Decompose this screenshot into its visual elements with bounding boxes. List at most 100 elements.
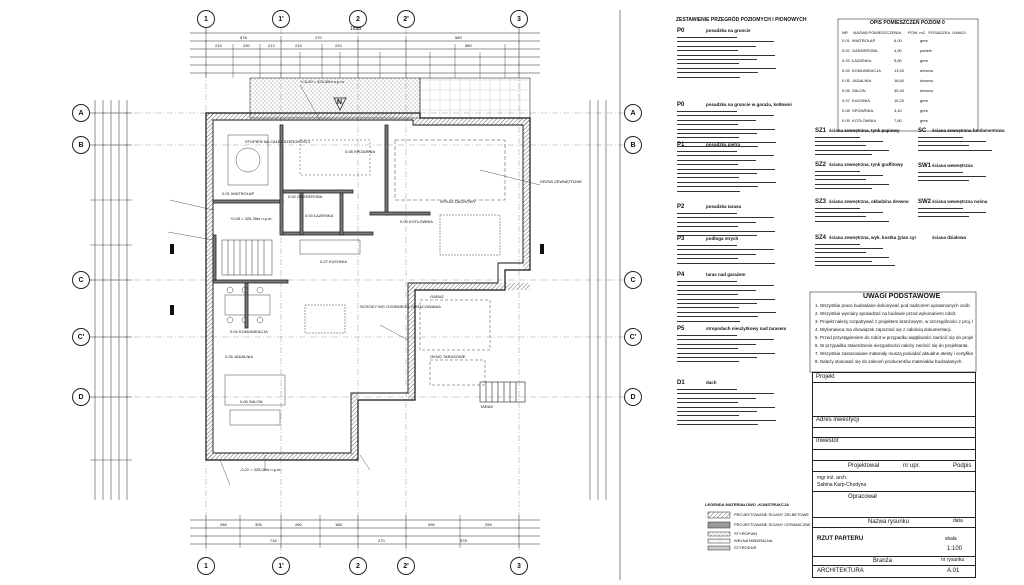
room-table-cell: 5,80	[894, 58, 902, 63]
drawing-number-label: nr rysunku	[941, 557, 965, 563]
layer-spec-line	[677, 335, 737, 336]
dim-bottom-e: 390	[428, 522, 435, 527]
wall-spec-line	[815, 244, 860, 245]
room-table-cell: GARDEROBA	[852, 48, 878, 53]
layer-title: posadzka na gruncie w garażu, kotłowni	[706, 102, 792, 107]
room-table-cell: 6,00	[894, 38, 902, 43]
wall-spec-line	[815, 248, 883, 250]
annotation-step: STOPIEŃ NA CAŁEJ SZEROKOŚCI	[245, 139, 310, 144]
room-table-cell: 0.04	[842, 68, 850, 73]
left-dimension-lines	[90, 100, 132, 500]
axis-marker-bottom-1: 1	[197, 557, 215, 575]
layer-spec-line	[677, 54, 775, 56]
layer-spec-line	[677, 164, 738, 166]
level-mark-3: -0,22 = 325,08m n.p.m.	[240, 467, 282, 472]
room-table-cell: gres	[920, 108, 928, 113]
layer-spec-line	[677, 221, 756, 223]
layer-spec-line	[677, 67, 776, 69]
layer-spec-line	[677, 168, 775, 170]
wall-spec-line	[918, 149, 992, 151]
layer-spec-line	[677, 141, 776, 143]
legend-item-4: WEŁNA MINERALNA	[734, 538, 773, 543]
layer-title: posadzka piętra	[706, 142, 741, 147]
layer-spec-line	[677, 303, 757, 304]
annotation-stairs: SCHODY WG OSOBNEGO OPRACOWANIA	[360, 304, 441, 309]
axis-marker-top-2prime: 2'	[397, 10, 415, 28]
wall-spec-line	[815, 153, 872, 155]
room-table-cell: 16,20	[894, 98, 905, 103]
wall-spec-line	[815, 252, 866, 254]
wall-title: ściana zewnętrzna, okładzina drewno	[829, 199, 909, 204]
dim-bottom-f: 255	[485, 522, 492, 527]
note-line: 8. Należy stosować się do zaleceń produc…	[815, 359, 963, 364]
layer-spec-line	[677, 235, 757, 236]
axis-marker-left-A: A	[72, 104, 90, 122]
layer-code: D1	[677, 380, 685, 386]
axis-marker-top-1: 1	[197, 10, 215, 28]
dim-total-top: 1658	[350, 26, 362, 32]
building-walls	[205, 112, 531, 461]
wall-spec-line	[815, 220, 889, 222]
room-table-cell: 0.05	[842, 78, 850, 83]
layer-spec-line	[677, 119, 756, 121]
layer-spec-line	[677, 424, 758, 426]
room-label-garderoba: 0.02 GARDEROBA	[288, 194, 323, 199]
layer-spec-line	[677, 357, 757, 358]
wall-spec-line	[918, 176, 986, 178]
designer-title: mgr inż. arch.	[817, 475, 848, 481]
annotation-exterior-door: DRZWI ZEWNĘTRZNE	[540, 179, 582, 184]
scale-label: skala	[945, 536, 957, 542]
room-table-cell: JADALNIA	[852, 78, 872, 83]
room-table-cell: 0.03	[842, 58, 850, 63]
wall-spec-line	[918, 137, 963, 138]
right-dimension-lines	[589, 100, 607, 500]
room-label-komunikacja: 0.04 KOMUNIKACJA	[230, 329, 268, 334]
layer-spec-line	[677, 41, 774, 43]
wall-spec-line	[815, 212, 883, 214]
dim-top-row3-d: 215	[295, 43, 302, 48]
room-table-cell: SALON	[852, 88, 866, 93]
layer-spec-line	[677, 289, 756, 291]
room-table-heading: OPIS POMIESZCZEŃ POZIOM 0	[870, 20, 945, 26]
wall-spec-line	[918, 180, 969, 182]
level-mark-2: +0,05 = 325,35m n.p.m.	[230, 216, 273, 221]
axis-marker-right-C: C	[624, 271, 642, 289]
layer-spec-line	[677, 45, 756, 47]
wall-code: SC	[918, 128, 927, 134]
wall-code: SW1	[918, 163, 932, 169]
legend-item-5: STYRODUR	[734, 545, 757, 550]
layer-spec-line	[677, 155, 774, 157]
room-table-cell: KOMUNIKACJA	[852, 68, 881, 73]
wall-spec-line	[815, 216, 866, 218]
top-dimension-lines	[190, 28, 540, 78]
legend-swatches	[707, 511, 731, 551]
room-table-cell: 0.06	[842, 88, 850, 93]
room-table-cell: gres	[920, 38, 928, 43]
axis-marker-left-C: C	[72, 271, 90, 289]
wall-title: ściana wewnętrzna nośna	[932, 199, 988, 204]
room-table-cell: 0.02	[842, 48, 850, 53]
dim-top-row3-f: 580	[465, 43, 472, 48]
layer-spec-line	[677, 146, 758, 148]
axis-marker-bottom-1prime: 1'	[272, 557, 290, 575]
layer-spec-line	[677, 190, 740, 192]
layer-spec-line	[677, 50, 738, 52]
layer-title: stropodach nieużytkowy nad tarasem	[706, 326, 787, 331]
dim-top-row2-a: 578	[240, 35, 247, 40]
room-label-kotlownia: 0.09 KOTŁOWNIA	[400, 219, 433, 224]
wall-code: SW2	[918, 199, 932, 205]
wall-spec-line	[815, 141, 883, 143]
layer-spec-line	[677, 181, 776, 183]
note-line: 7. Wszystkie zastosowane materiały muszą…	[815, 351, 973, 356]
layer-spec-line	[677, 397, 756, 399]
layer-spec-line	[677, 352, 775, 354]
room-table-cell: gres	[920, 58, 928, 63]
stairs	[221, 239, 273, 276]
note-line: 3. Projekt należy rozpatrywać z projekte…	[815, 319, 973, 324]
layer-spec-line	[677, 343, 756, 345]
annotation-roof-hatch: WYŁAZ DACHOWY	[440, 199, 476, 204]
wall-code: SZ1	[815, 128, 827, 134]
annotation-terrace: TARAS	[480, 404, 494, 409]
note-line: 6. W przypadku stwierdzenia niezgodności…	[815, 343, 969, 348]
